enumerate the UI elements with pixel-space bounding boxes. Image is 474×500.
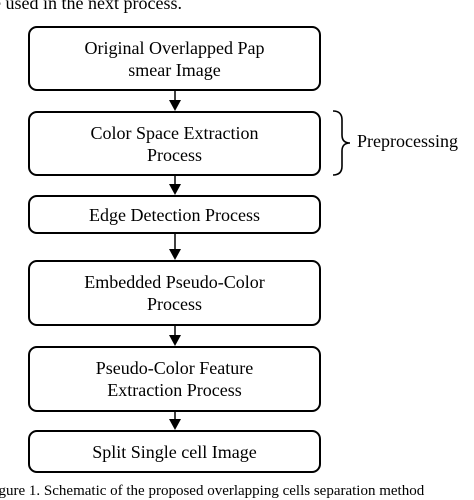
step-label-line2: Process — [147, 144, 202, 165]
arrow-4-to-5 — [169, 326, 181, 346]
arrow-5-to-6 — [169, 412, 181, 430]
preprocessing-brace — [332, 110, 351, 176]
arrow-2-to-3 — [169, 176, 181, 195]
arrow-3-to-4 — [169, 234, 181, 260]
step-label-line1: Pseudo-Color Feature — [95, 358, 254, 378]
step-label-line1: Color Space Extraction — [90, 122, 259, 143]
preprocessing-label: Preprocessing — [357, 131, 458, 151]
step-label-line2: Process — [147, 294, 202, 314]
step-embedded-pseudo-color-box: Embedded Pseudo-Color Process — [28, 260, 321, 326]
figure-caption: Figure 1. Schematic of the proposed over… — [0, 483, 425, 499]
step-label-line1: Embedded Pseudo-Color — [84, 272, 265, 292]
step-label-line1: Original Overlapped Pap — [84, 37, 265, 58]
step-label-line2: smear Image — [128, 59, 221, 80]
step-split-cell-box: Split Single cell Image — [28, 430, 321, 473]
step-edge-detection-box: Edge Detection Process — [28, 195, 321, 234]
step-label-line2: Extraction Process — [107, 380, 242, 400]
step-color-space-box: Color Space Extraction Process — [28, 111, 321, 176]
step-label-line1: Edge Detection Process — [89, 204, 260, 225]
step-label-line1: Split Single cell Image — [92, 441, 257, 462]
arrow-1-to-2 — [169, 91, 181, 111]
step-feature-extraction-box: Pseudo-Color Feature Extraction Process — [28, 346, 321, 412]
page-top-text: be used in the next process. — [0, 0, 182, 13]
step-original-image-box: Original Overlapped Pap smear Image — [28, 26, 321, 91]
